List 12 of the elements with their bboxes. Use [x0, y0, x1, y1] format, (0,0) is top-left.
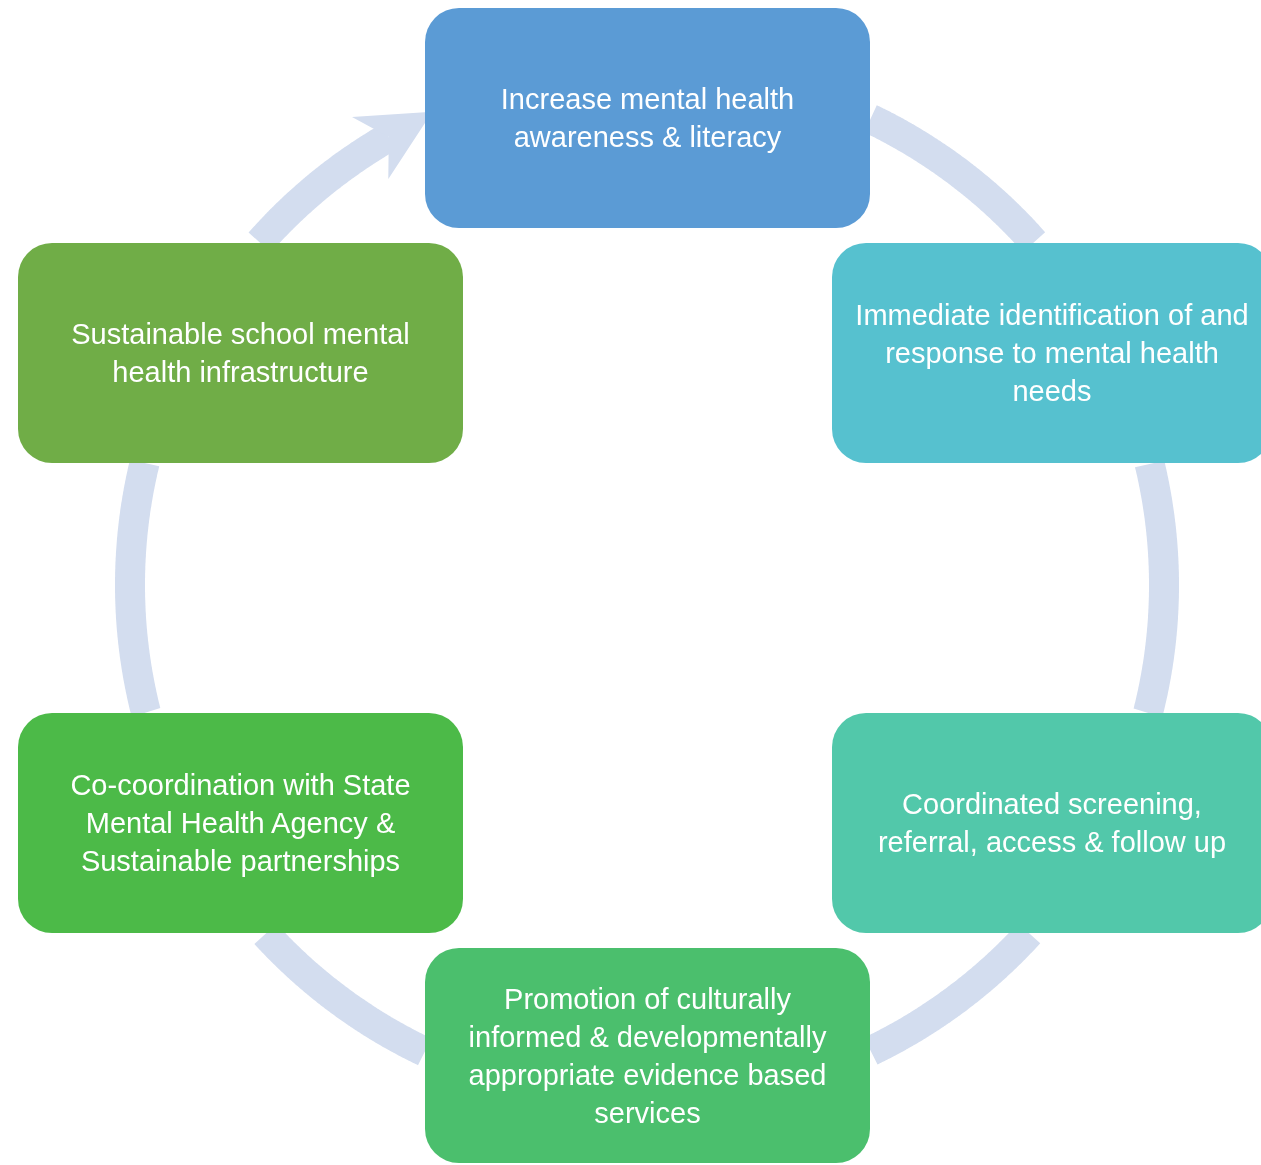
process-box	[425, 8, 870, 228]
step-text: Sustainable school mental health infrastructure	[70, 317, 411, 390]
step-text: Immediate identification of and response to mental health needs	[854, 298, 1250, 409]
step-text: Co-coordination with State Mental Health Agency & Sustainable partnerships	[69, 768, 412, 879]
step-text: Promotion of culturally informed & developmentally appropriate evidence based services	[467, 981, 828, 1131]
process-box	[832, 713, 1261, 933]
process-box	[425, 948, 870, 1163]
process-box	[18, 243, 463, 463]
step-text: Coordinated screening, referral, access & follow up	[876, 787, 1228, 860]
step-text: Increase mental health awareness & literacy	[499, 82, 796, 155]
process-box	[832, 243, 1261, 463]
process-box	[18, 713, 463, 933]
